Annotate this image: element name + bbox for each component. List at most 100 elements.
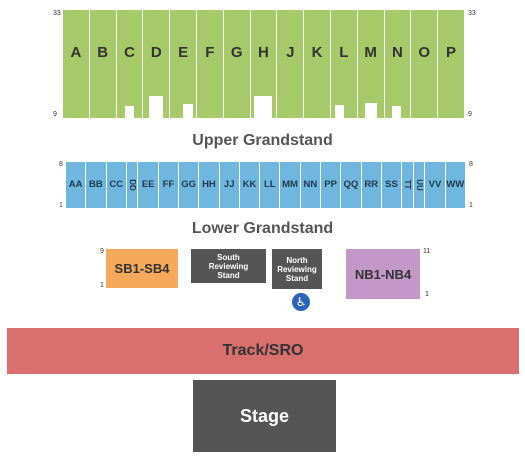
section-label: KK bbox=[242, 179, 257, 190]
section-label: FF bbox=[162, 179, 175, 190]
lower-section-qq[interactable]: QQ bbox=[341, 162, 362, 208]
lower-section-ll[interactable]: LL bbox=[260, 162, 281, 208]
stage: Stage bbox=[193, 380, 336, 452]
lower-section-gg[interactable]: GG bbox=[179, 162, 200, 208]
upper-section-j[interactable]: J bbox=[277, 10, 305, 118]
section-label: G bbox=[230, 44, 243, 61]
lower-section-ss[interactable]: SS bbox=[381, 162, 403, 208]
lower-section-ww[interactable]: WW bbox=[445, 162, 465, 208]
section-label: C bbox=[124, 44, 135, 61]
lower-section-hh[interactable]: HH bbox=[199, 162, 220, 208]
upper-section-n[interactable]: N bbox=[384, 10, 412, 118]
section-label: BB bbox=[89, 179, 103, 190]
upper-section-h[interactable]: H bbox=[250, 10, 278, 118]
upper-section-e[interactable]: E bbox=[170, 10, 197, 118]
section-label: MM bbox=[282, 179, 298, 190]
lower-section-vv[interactable]: VV bbox=[425, 162, 446, 208]
section-label: P bbox=[446, 44, 457, 61]
section-label: PP bbox=[324, 179, 337, 190]
aisle-notch bbox=[149, 96, 164, 118]
lower-section-mm[interactable]: MM bbox=[280, 162, 301, 208]
section-label: UU bbox=[414, 179, 424, 191]
lower-section-ff[interactable]: FF bbox=[158, 162, 180, 208]
lower-section-bb[interactable]: BB bbox=[86, 162, 107, 208]
track-sro-label: Track/SRO bbox=[222, 342, 304, 359]
lower-section-tt[interactable]: TT bbox=[402, 162, 414, 208]
lower-section-jj[interactable]: JJ bbox=[219, 162, 240, 208]
aisle-notch bbox=[183, 104, 194, 118]
lower-row-top-right: 8 bbox=[469, 161, 473, 168]
upper-row-bottom-right: 9 bbox=[468, 111, 472, 118]
lower-grandstand-title: Lower Grandstand bbox=[191, 220, 334, 237]
upper-section-b[interactable]: B bbox=[89, 10, 117, 118]
section-label: E bbox=[178, 44, 189, 61]
upper-section-o[interactable]: O bbox=[411, 10, 439, 118]
lower-section-nn[interactable]: NN bbox=[300, 162, 321, 208]
aisle-notch bbox=[334, 105, 344, 118]
south-boxes-row-top: 9 bbox=[100, 248, 104, 255]
upper-section-m[interactable]: M bbox=[357, 10, 385, 118]
lower-section-rr[interactable]: RR bbox=[361, 162, 382, 208]
north-boxes-row-bottom: 1 bbox=[425, 291, 429, 298]
section-label: H bbox=[258, 44, 269, 61]
aisle-notch bbox=[364, 103, 377, 118]
section-label: QQ bbox=[343, 179, 359, 190]
north-reviewing-line1: North bbox=[286, 255, 308, 265]
aisle-notch bbox=[254, 96, 273, 118]
section-label: SS bbox=[385, 179, 398, 190]
section-label: JJ bbox=[223, 179, 235, 190]
upper-section-k[interactable]: K bbox=[304, 10, 331, 118]
north-boxes-row-top: 11 bbox=[423, 248, 431, 255]
lower-section-aa[interactable]: AA bbox=[66, 162, 87, 208]
upper-section-a[interactable]: A bbox=[63, 10, 90, 118]
upper-section-g[interactable]: G bbox=[223, 10, 251, 118]
upper-section-f[interactable]: F bbox=[196, 10, 224, 118]
south-reviewing-line1: South bbox=[217, 252, 240, 262]
section-label: K bbox=[311, 44, 323, 61]
aisle-notch bbox=[392, 106, 402, 118]
section-label: B bbox=[97, 44, 109, 61]
track-sro-section[interactable]: Track/SRO bbox=[7, 328, 519, 374]
upper-grandstand-title: Upper Grandstand bbox=[192, 132, 333, 149]
lower-row-bottom-left: 1 bbox=[59, 202, 63, 209]
section-label: A bbox=[70, 44, 82, 61]
section-label: HH bbox=[202, 179, 216, 190]
upper-section-c[interactable]: C bbox=[116, 10, 144, 118]
lower-section-cc[interactable]: CC bbox=[106, 162, 127, 208]
lower-section-uu[interactable]: UU bbox=[413, 162, 426, 208]
section-label: L bbox=[339, 44, 349, 61]
upper-row-top-left: 33 bbox=[53, 10, 61, 17]
section-label: F bbox=[205, 44, 215, 61]
north-boxes-section[interactable]: NB1-NB4 bbox=[346, 249, 420, 299]
section-label: GG bbox=[181, 179, 197, 190]
section-label: EE bbox=[141, 179, 155, 190]
stage-label: Stage bbox=[239, 405, 290, 426]
lower-section-pp[interactable]: PP bbox=[320, 162, 342, 208]
north-boxes-label: NB1-NB4 bbox=[354, 266, 412, 282]
south-boxes-section[interactable]: SB1-SB4 bbox=[106, 249, 178, 288]
north-reviewing-stand[interactable]: North Reviewing Stand bbox=[272, 249, 322, 289]
upper-grandstand: A B C D E F G H J K L M N O P bbox=[63, 10, 464, 118]
lower-section-kk[interactable]: KK bbox=[239, 162, 261, 208]
lower-row-bottom-right: 1 bbox=[469, 202, 473, 209]
lower-row-top-left: 8 bbox=[59, 161, 63, 168]
south-reviewing-stand[interactable]: South Reviewing Stand bbox=[191, 249, 266, 283]
lower-section-dd[interactable]: DD bbox=[126, 162, 139, 208]
south-boxes-label: SB1-SB4 bbox=[114, 261, 170, 276]
upper-section-l[interactable]: L bbox=[330, 10, 358, 118]
section-label: LL bbox=[263, 179, 276, 190]
upper-section-p[interactable]: P bbox=[438, 10, 464, 118]
upper-row-top-right: 33 bbox=[468, 10, 476, 17]
section-label: N bbox=[392, 44, 403, 61]
lower-section-ee[interactable]: EE bbox=[138, 162, 159, 208]
north-reviewing-line3: Stand bbox=[285, 273, 309, 283]
south-reviewing-line2: Reviewing bbox=[208, 261, 249, 271]
section-label: O bbox=[418, 44, 431, 61]
lower-grandstand: AA BB CC DD EE FF GG HH JJ KK LL MM NN P… bbox=[66, 162, 465, 208]
aisle-notch bbox=[125, 106, 135, 118]
section-label: RR bbox=[364, 179, 379, 190]
section-label: VV bbox=[428, 179, 442, 190]
section-label: TT bbox=[402, 179, 412, 190]
upper-section-d[interactable]: D bbox=[143, 10, 171, 118]
section-label: D bbox=[150, 44, 162, 61]
